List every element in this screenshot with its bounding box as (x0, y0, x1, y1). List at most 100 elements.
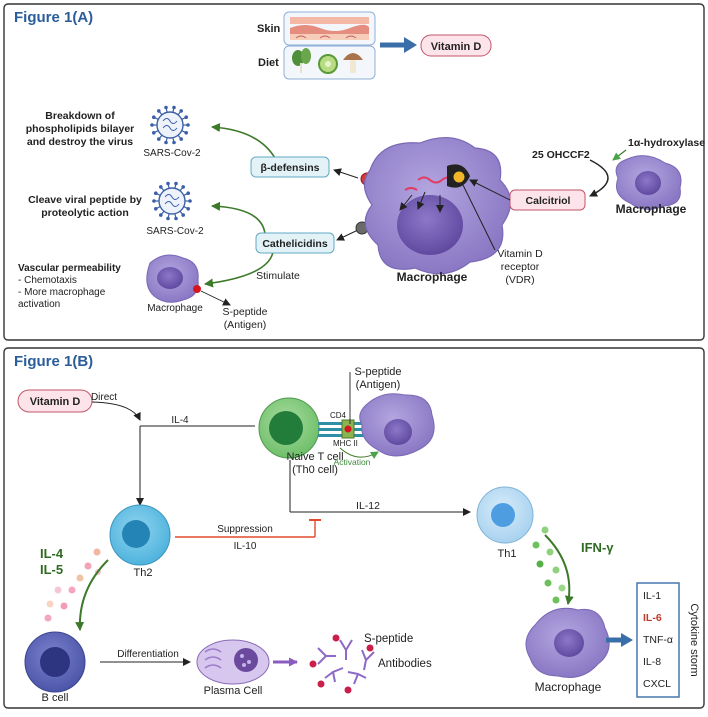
direct-label: Direct (91, 392, 117, 403)
plasma-cell-label: Plasma Cell (204, 685, 263, 697)
antibodies-icon (317, 639, 375, 685)
vitamin-d-b-label: Vitamin D (30, 396, 81, 408)
s-peptide-b-line-2: (Antigen) (356, 379, 401, 391)
macrophage-apc-icon (359, 393, 435, 457)
s-peptide-line-2: (Antigen) (224, 319, 267, 331)
activation-arrow (339, 447, 379, 460)
spinach-icon (292, 48, 311, 73)
cathelicidin-to-macrophage-arrow (204, 251, 274, 288)
direct-arrow (91, 401, 141, 421)
il4-top-label: IL-4 (171, 415, 189, 426)
cytokine-item: IL-1 (643, 590, 661, 602)
beta-defensins-box (250, 156, 330, 178)
cathelicidins-box (255, 232, 335, 254)
il12-label: IL-12 (356, 500, 380, 512)
cytokine-list-box (636, 582, 680, 698)
diet-label: Diet (258, 57, 279, 69)
macrophage-bottom-icon (525, 607, 610, 678)
mac-to-cathelicidin-arrow (336, 229, 359, 241)
th1-to-macrophage-arrow (544, 534, 574, 605)
th1-cell-icon (476, 486, 534, 544)
skin-diet-arrow-head (404, 37, 417, 53)
vdr-pointer (462, 184, 496, 251)
macrophage-small-label: Macrophage (147, 303, 203, 314)
receptor-complex-icon (318, 419, 366, 439)
hydroxylase-arrow (612, 149, 627, 161)
cytokine-item: IL-6 (643, 612, 662, 624)
il10-label: IL-10 (234, 541, 257, 552)
macrophage-bottom-label: Macrophage (535, 680, 602, 694)
th1-cytokine-dots (532, 526, 566, 604)
stimulate-label: Stimulate (256, 270, 300, 282)
skin-icon (290, 17, 369, 40)
vitamin-d-box (420, 34, 492, 57)
il5-green-label: IL-5 (40, 562, 63, 577)
conversion-curve-arrow (589, 159, 609, 197)
breakdown-line-2: phospholipids bilayer (26, 123, 135, 135)
cytokine-item: CXCL (643, 678, 671, 690)
vdr-line-1: Vitamin D (497, 248, 543, 260)
cleave-line-2: proteolytic action (41, 207, 129, 219)
vitamin-d-b-box (17, 389, 93, 413)
vascular-item-3: activation (18, 299, 60, 310)
vdr-line-2: receptor (501, 261, 540, 273)
cucumber-icon (318, 54, 338, 74)
sars-top-label: SARS-Cov-2 (143, 148, 201, 159)
vascular-item-1: - Chemotaxis (18, 275, 77, 286)
mhc2-label: MHC II (333, 439, 358, 448)
b-cell-icon (24, 631, 86, 693)
ohccf2-label: 25 OHCCF2 (532, 149, 590, 161)
th2-cell-icon (109, 504, 171, 566)
macrophage-right-icon (615, 155, 682, 210)
antigen-dots (309, 634, 374, 694)
breakdown-line-3: and destroy the virus (27, 136, 133, 148)
th2-label: Th2 (134, 567, 153, 579)
cathelicidins-label: Cathelicidins (262, 238, 328, 250)
naive-line-1: Naive T cell (286, 451, 343, 463)
cytokine-storm-label: Cytokine storm (688, 603, 700, 676)
vitamin-d-label: Vitamin D (431, 41, 482, 53)
th1-label: Th1 (498, 548, 517, 560)
beta-defensins-label: β-defensins (261, 162, 320, 174)
panel-b-frame (3, 347, 705, 709)
cytokine-item: IL-8 (643, 656, 661, 668)
to-cytokines-arrow-head (621, 633, 633, 647)
hydroxylase-label: 1α-hydroxylase (628, 137, 705, 149)
differentiation-label: Differentiation (117, 649, 179, 660)
il4-green-label: IL-4 (40, 546, 64, 561)
breakdown-line-1: Breakdown of (45, 110, 115, 122)
cd4-label: CD4 (330, 411, 347, 420)
cytokine-item: TNF-α (643, 634, 673, 646)
defensin-to-virus-arrow (211, 123, 276, 159)
sars-mid-label: SARS-Cov-2 (146, 226, 204, 237)
s-peptide-pointer (200, 290, 231, 306)
cathelicidin-to-virus-arrow (211, 201, 266, 235)
virus-top-icon (150, 105, 190, 145)
cleave-line-1: Cleave viral peptide by (28, 194, 142, 206)
mac-to-defensin-arrow (333, 168, 359, 179)
macrophage-small-icon (146, 254, 201, 303)
calcitriol-label: Calcitriol (526, 195, 571, 207)
plasma-cell-icon (196, 639, 270, 685)
s-peptide-b-line-1: S-peptide (354, 366, 401, 378)
naive-line-2: (Th0 cell) (292, 464, 338, 476)
macrophage-center-label: Macrophage (397, 270, 468, 284)
th2-cytokine-dots (44, 548, 101, 622)
vascular-title: Vascular permeability (18, 263, 121, 274)
ifn-label: IFN-γ (581, 540, 614, 555)
antibodies-label: Antibodies (378, 658, 432, 670)
panel-a-heading: Figure 1(A) (14, 9, 93, 26)
activation-label: Activation (334, 457, 371, 467)
s-peptide-bottom-label: S-peptide (364, 633, 413, 645)
skin-label: Skin (257, 23, 281, 35)
vdr-line-3: (VDR) (505, 274, 534, 286)
macrophage-center-icon (363, 137, 512, 275)
b-cell-label: B cell (42, 692, 69, 704)
naive-t-cell-icon (258, 397, 320, 459)
s-peptide-line-1: S-peptide (223, 306, 268, 318)
panel-b-heading: Figure 1(B) (14, 353, 93, 370)
mushroom-icon (343, 53, 363, 73)
